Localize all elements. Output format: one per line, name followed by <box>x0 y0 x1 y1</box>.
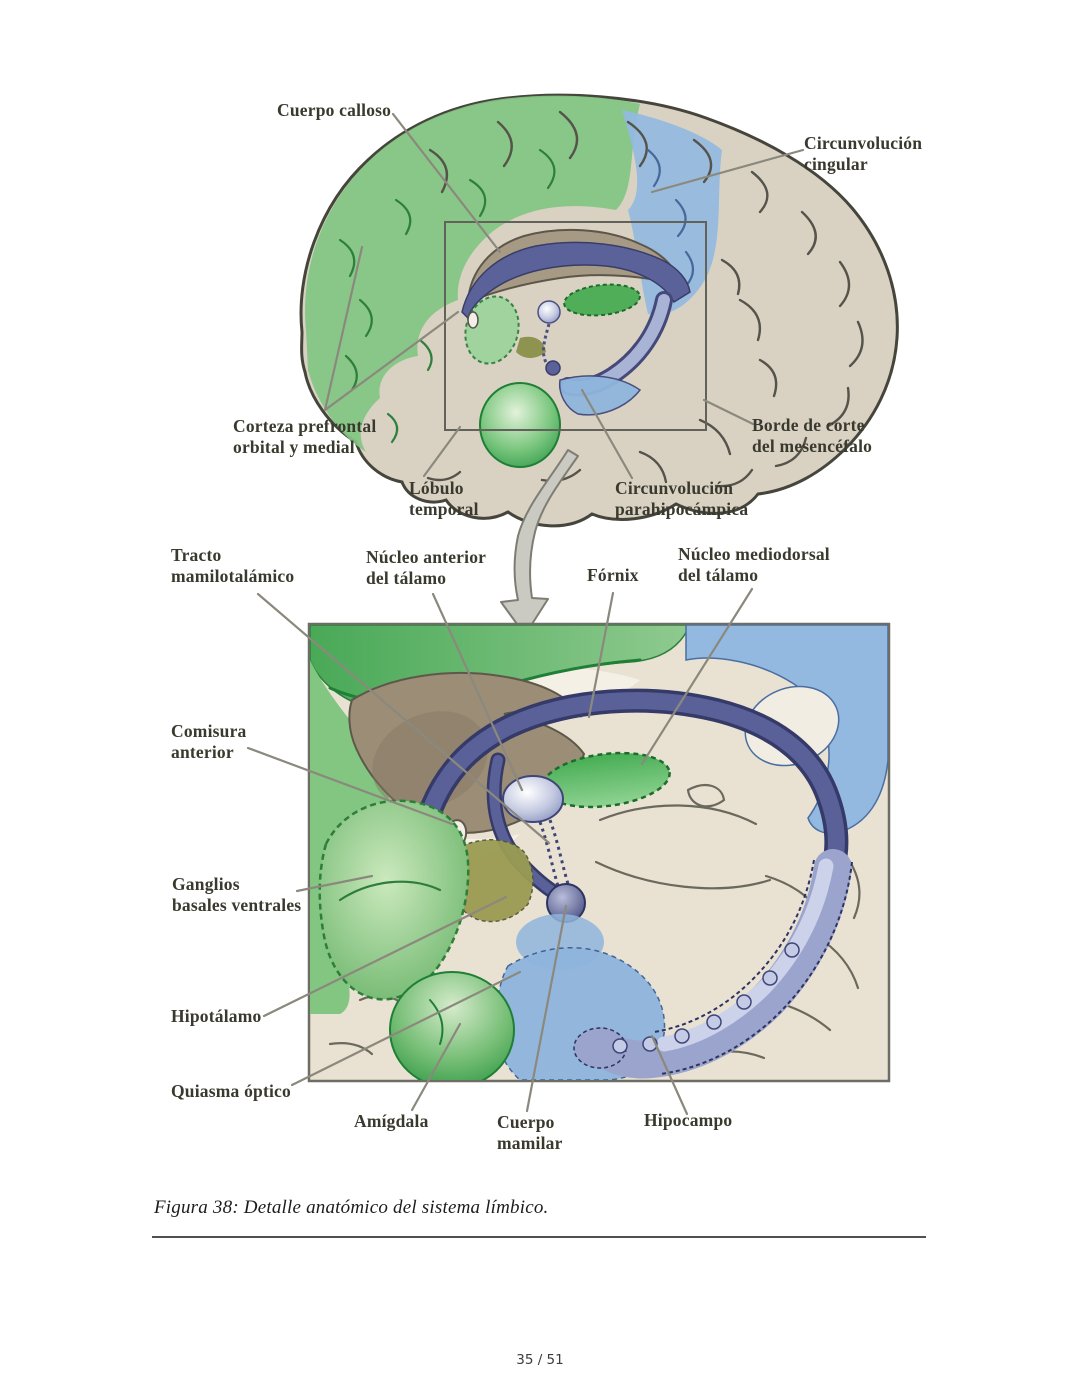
label-corteza-prefrontal: Corteza prefrontal orbital y medial <box>233 416 377 458</box>
green-region-sulci <box>338 148 556 444</box>
label-nucleo-mediodorsal: Núcleo mediodorsal del tálamo <box>678 544 830 586</box>
corpus-callosum-band <box>461 241 691 320</box>
label-tracto-mamilotalamico: Tracto mamilotalámico <box>171 545 295 587</box>
mini-septal-blob <box>464 295 520 365</box>
label-comisura-anterior: Comisura anterior <box>171 721 247 763</box>
overview-inner-structures <box>461 228 691 468</box>
figure-caption: Figura 38: Detalle anatómico del sistema… <box>154 1197 549 1218</box>
label-hipotalamo: Hipotálamo <box>171 1006 262 1026</box>
ventral-basal-ganglia <box>318 799 470 1001</box>
anterior-nucleus-ball <box>502 775 564 823</box>
inset-box <box>444 221 707 431</box>
page-number: 35 / 51 <box>516 1352 564 1368</box>
label-amigdala: Amígdala <box>354 1111 429 1131</box>
hippocampus-dashed-edges <box>653 859 853 1075</box>
detail-figure <box>246 587 891 1116</box>
label-circunvolucion-cingular: Circunvolución cingular <box>804 133 923 175</box>
mini-thalamus-oval <box>563 283 641 317</box>
detail-cc-shading <box>372 711 488 809</box>
label-borde-de-corte: Borde de corte del mesencéfalo <box>752 415 873 457</box>
detail-leader-lines <box>246 587 754 1116</box>
mini-hypothalamus <box>516 336 546 358</box>
hippocampus-band-highlight <box>656 858 834 1052</box>
label-quiasma-optico: Quiasma óptico <box>171 1081 291 1101</box>
blue-region-sulci <box>646 148 695 288</box>
mini-anterior-nucleus <box>537 300 561 324</box>
amygdala-crease <box>429 999 444 1045</box>
fornix-band <box>411 692 845 877</box>
detail-art <box>310 625 888 1080</box>
label-lobulo-temporal: Lóbulo temporal <box>409 478 479 520</box>
label-cuerpo-calloso: Cuerpo calloso <box>277 100 392 120</box>
ventral-basal-ganglia-line <box>338 880 442 902</box>
label-hipocampo: Hipocampo <box>644 1110 733 1130</box>
mini-commissure <box>467 311 479 329</box>
mini-temporal-green <box>479 382 561 468</box>
label-circunvolucion-parahipocampica: Circunvolución parahipocámpica <box>615 478 749 520</box>
label-nucleo-anterior: Núcleo anterior del tálamo <box>366 547 487 589</box>
mini-parahippocampal-blue <box>558 375 642 416</box>
overview-leader-lines <box>323 112 805 480</box>
cortex-sulci <box>426 110 864 488</box>
dentate-bumps <box>612 942 800 1054</box>
section-divider <box>152 1236 926 1238</box>
label-cuerpo-mamilar: Cuerpo mamilar <box>497 1112 563 1154</box>
hippocampus-band-base <box>583 849 852 1079</box>
label-fornix: Fórnix <box>587 565 639 585</box>
overview-figure <box>299 93 899 636</box>
label-ganglios-basales: Ganglios basales ventrales <box>172 874 302 916</box>
amygdala-ball <box>389 971 515 1080</box>
mini-mammillary <box>545 360 561 376</box>
